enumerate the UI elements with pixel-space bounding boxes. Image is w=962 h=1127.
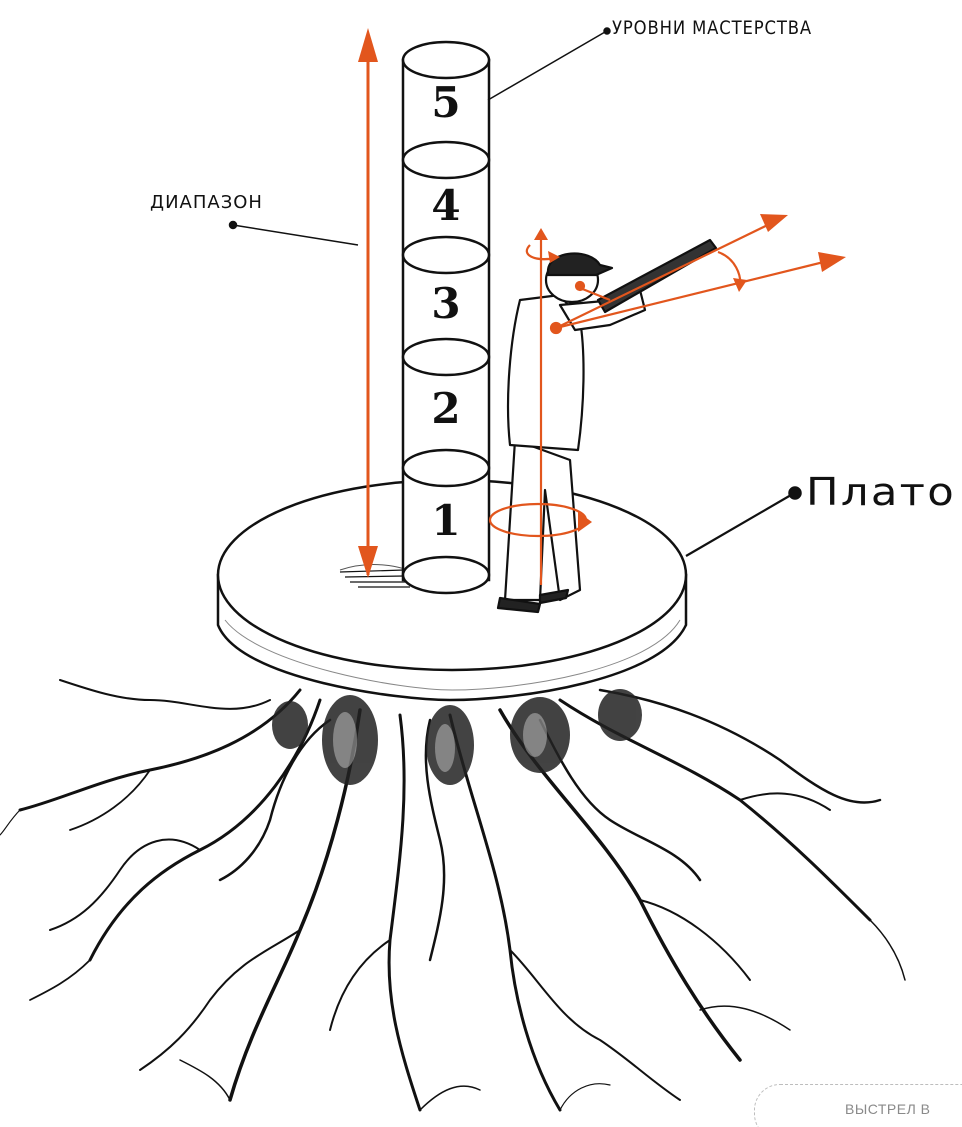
level-1-number: 1 <box>431 496 460 545</box>
level-4-number: 4 <box>431 181 460 230</box>
watermark-text: ВЫСТРЕЛ В <box>845 1101 931 1117</box>
level-3-number: 3 <box>431 279 460 328</box>
level-2-number: 2 <box>431 384 460 433</box>
levels-column: 5 4 3 2 1 <box>403 42 489 593</box>
root-knots <box>272 689 642 785</box>
watermark-badge: ВЫСТРЕЛ В <box>754 1084 962 1127</box>
range-label: ДИАПАЗОН <box>150 192 263 213</box>
levels-label: УРОВНИ МАСТЕРСТВА <box>612 17 812 39</box>
plateau-label: Плато <box>806 470 956 514</box>
level-5-number: 5 <box>431 78 460 127</box>
